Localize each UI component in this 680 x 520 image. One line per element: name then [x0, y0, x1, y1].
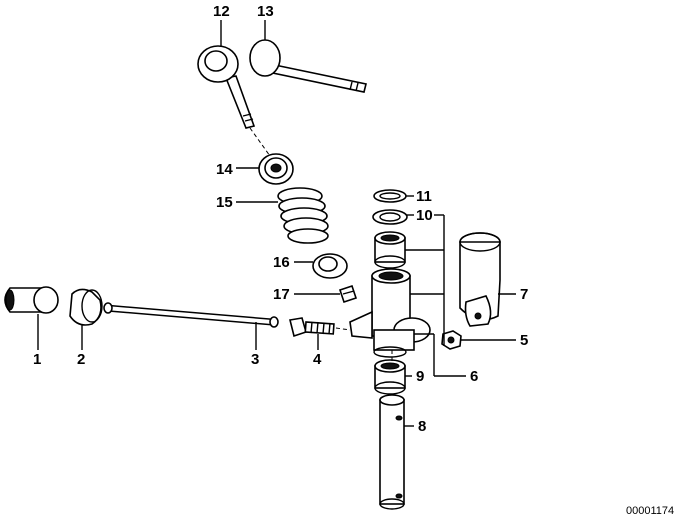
- part-16-spring-seat: [312, 253, 348, 279]
- callouts: 12 13 14 15 16 17 11 10 7 5 9 6 8 1 2 3 …: [33, 3, 528, 435]
- part-3-push-rod: [103, 302, 279, 328]
- part-12-valve: [197, 45, 256, 129]
- part-10-washer: [372, 209, 408, 225]
- callout-15: 15: [216, 194, 233, 211]
- part-2-cap: [69, 288, 103, 326]
- part-10-needle-bearing: [374, 231, 406, 269]
- callout-9: 9: [416, 368, 424, 385]
- part-1-tappet: [4, 286, 59, 314]
- callout-11: 11: [416, 188, 432, 205]
- part-4-adjuster-screw: [289, 317, 335, 338]
- part-5-nut: [441, 330, 462, 350]
- axis-lines: [249, 127, 393, 364]
- callout-8: 8: [418, 418, 426, 435]
- part-15-valve-spring: [277, 187, 329, 244]
- callout-17: 17: [273, 286, 290, 303]
- callout-6: 6: [470, 368, 478, 385]
- callout-16: 16: [273, 254, 290, 271]
- diagram-reference-number: 00001174: [626, 505, 674, 517]
- callout-2: 2: [77, 351, 85, 368]
- part-13-valve: [249, 39, 367, 93]
- callout-10: 10: [416, 207, 433, 224]
- part-9-needle-bearing: [374, 359, 406, 395]
- leader-lines: [37, 20, 516, 427]
- part-6-rocker-arm: [349, 268, 431, 358]
- callout-4: 4: [313, 351, 322, 368]
- part-8-rocker-shaft: [379, 394, 405, 510]
- callout-7: 7: [520, 286, 528, 303]
- part-14-spring-retainer: [258, 153, 294, 185]
- part-11-circlip: [373, 189, 407, 203]
- callout-1: 1: [33, 351, 41, 368]
- callout-5: 5: [520, 332, 528, 349]
- part-7-rocker-arm: [459, 232, 501, 327]
- callout-13: 13: [257, 3, 274, 20]
- callout-14: 14: [216, 161, 233, 178]
- part-17-plug: [338, 284, 358, 304]
- callout-12: 12: [213, 3, 230, 20]
- callout-3: 3: [251, 351, 259, 368]
